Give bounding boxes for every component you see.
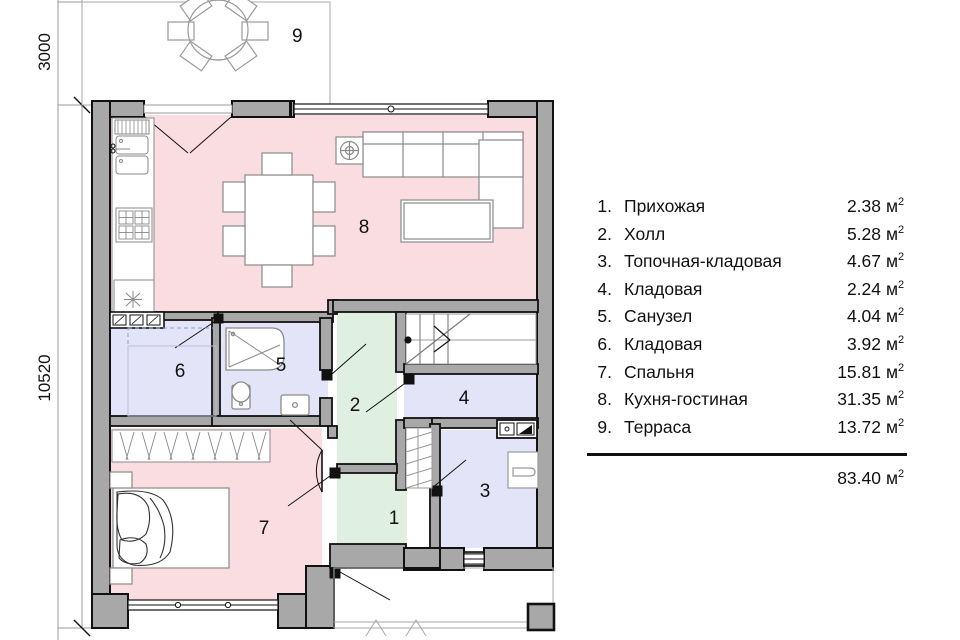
storage6-box <box>127 345 217 417</box>
legend-room-name: Кухня-гостиная <box>624 389 748 410</box>
legend-row: 3. Топочная-кладовая 4.67 м2 <box>586 251 916 279</box>
legend-unit: м2 <box>886 361 905 382</box>
legend-room-name: Кладовая <box>624 333 703 354</box>
legend-room-name: Спальня <box>624 361 695 382</box>
legend-row: 9. Терраса 13.72 м2 <box>586 417 916 445</box>
legend-room-name: Холл <box>624 223 666 244</box>
legend-area-value: 3.92 <box>846 333 881 354</box>
porch-step-arrow <box>365 619 427 637</box>
room-label-9: 9 <box>292 26 303 47</box>
room-label-3: 3 <box>480 481 491 502</box>
legend-number: 2. <box>597 223 612 244</box>
dining-set <box>222 152 336 288</box>
room-label-8: 8 <box>359 217 370 238</box>
legend-unit: м2 <box>886 196 905 216</box>
legend-number: 6. <box>597 333 612 354</box>
legend-row: 2. Холл 5.28 м2 <box>586 224 916 252</box>
legend-number: 5. <box>597 306 612 327</box>
legend-room-name: Топочная-кладовая <box>624 251 782 272</box>
legend-room-name: Терраса <box>624 416 692 437</box>
legend-number: 7. <box>597 361 612 382</box>
bedroom-bed <box>109 471 230 585</box>
legend-unit: м2 <box>886 251 905 272</box>
legend-divider <box>587 453 907 456</box>
legend-area-value: 2.38 <box>846 196 881 216</box>
legend-number: 1. <box>597 196 612 216</box>
room-legend: 1. Прихожая 2.38 м2 2. Холл 5.28 м2 3. Т… <box>586 196 916 489</box>
porch-post <box>526 602 556 632</box>
legend-total-value: 83.40 <box>837 467 881 488</box>
room-label-2: 2 <box>350 395 361 416</box>
living-side-table <box>335 136 364 165</box>
legend-unit: м2 <box>886 416 905 437</box>
legend-row: 8. Кухня-гостиная 31.35 м2 <box>586 389 916 417</box>
dimension-house-length: 10520 <box>35 354 54 401</box>
kitchen-counter <box>110 117 155 319</box>
room-fill-4 <box>404 372 537 420</box>
legend-room-name: Санузел <box>624 306 693 327</box>
room-label-6: 6 <box>175 361 186 382</box>
room-label-4: 4 <box>459 388 470 409</box>
legend-room-name: Прихожая <box>624 196 706 216</box>
entry-threshold <box>403 547 441 569</box>
legend-number: 8. <box>597 389 612 410</box>
legend-area-value: 2.24 <box>846 278 881 299</box>
bedroom-wardrobe <box>111 429 271 463</box>
room-label-5: 5 <box>276 355 287 376</box>
room-label-1: 1 <box>389 508 400 529</box>
window-living-top <box>293 103 489 115</box>
legend-row: 1. Прихожая 2.38 м2 <box>586 196 916 224</box>
legend-number: 9. <box>597 416 612 437</box>
dimension-terrace-depth: 3000 <box>35 33 54 71</box>
legend-room-name: Кладовая <box>624 278 703 299</box>
room3-equipment <box>496 419 539 489</box>
legend-area-value: 4.67 <box>846 251 881 272</box>
living-coffee-table <box>400 199 494 243</box>
legend-row: 6. Кладовая 3.92 м2 <box>586 334 916 362</box>
staircase-lower <box>405 427 433 489</box>
legend-unit: м2 <box>886 223 905 244</box>
legend-area-value: 13.72 <box>837 416 881 437</box>
staircase <box>404 313 537 365</box>
room-label-7: 7 <box>259 518 270 539</box>
legend-total-row: 83.40 м2 <box>586 468 916 489</box>
room-fill-6 <box>110 320 215 420</box>
room-number-labels: 8 6 5 2 4 1 3 7 <box>175 217 491 539</box>
legend-unit: м2 <box>886 306 905 327</box>
bedroom-bedding <box>116 490 174 567</box>
legend-row: 5. Санузел 4.04 м2 <box>586 306 916 334</box>
entry-porch <box>333 567 554 629</box>
room-fill-2 <box>337 308 397 488</box>
legend-number: 3. <box>597 251 612 272</box>
legend-total-unit: м2 <box>886 467 905 488</box>
window-room3-bottom <box>463 551 485 567</box>
window-bedroom-bottom <box>127 599 279 611</box>
legend-area-value: 4.04 <box>846 306 881 327</box>
legend-unit: м2 <box>886 278 905 299</box>
fridge-snowflake-icon <box>124 291 142 308</box>
legend-area-value: 31.35 <box>837 389 881 410</box>
legend-area-value: 5.28 <box>846 223 881 244</box>
living-sofa <box>362 131 524 229</box>
legend-row: 7. Спальня 15.81 м2 <box>586 362 916 390</box>
terrace-furniture <box>167 0 269 72</box>
legend-unit: м2 <box>886 333 905 354</box>
legend-unit: м2 <box>886 389 905 410</box>
legend-row: 4. Кладовая 2.24 м2 <box>586 279 916 307</box>
kitchen-lower-cabinets <box>109 311 165 329</box>
legend-area-value: 15.81 <box>837 361 881 382</box>
room-fill-3 <box>440 430 537 548</box>
legend-number: 4. <box>597 278 612 299</box>
bathroom-fixtures <box>225 327 310 416</box>
interior-doors <box>174 313 467 601</box>
